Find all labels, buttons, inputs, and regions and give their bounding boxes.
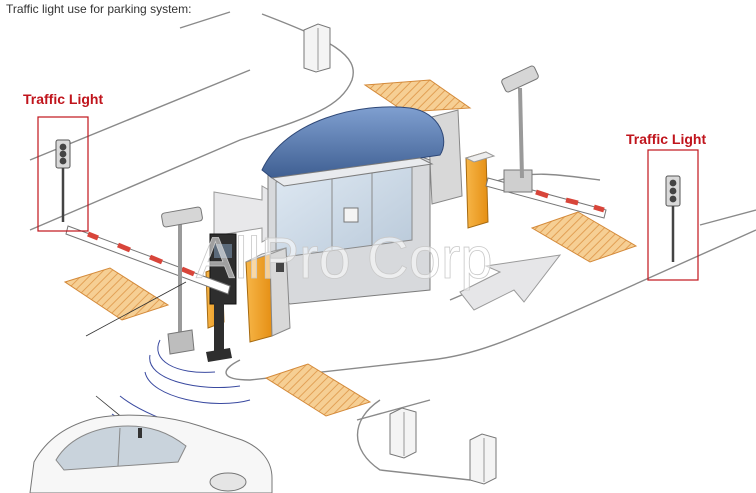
bollard-bottom-1 (389, 407, 417, 459)
bollard-bottom-2 (469, 433, 497, 485)
watermark: AllPro Corp (196, 226, 493, 291)
camera-right (501, 65, 539, 179)
camera-left (161, 206, 203, 355)
pointer-line-camera (85, 281, 187, 337)
traffic-light-label-right: Traffic Light (626, 131, 706, 147)
booth-roof (261, 106, 445, 179)
bollard-top (303, 23, 331, 73)
traffic-light-right (647, 149, 699, 281)
speed-bump-left (63, 267, 170, 321)
traffic-light-label-left: Traffic Light (23, 91, 103, 107)
car (29, 414, 273, 493)
traffic-light-left-box (37, 116, 89, 232)
direction-arrow-right (459, 254, 562, 311)
speed-bump-top (363, 79, 472, 113)
diagram-caption: Traffic light use for parking system: (6, 2, 192, 16)
road-lines (29, 11, 756, 481)
toll-booth (261, 106, 445, 305)
speed-bump-right (530, 211, 638, 263)
traffic-light-left (37, 116, 89, 232)
speed-bumps (63, 79, 638, 417)
barrier-gate-right (485, 169, 607, 219)
speed-bump-bottom (264, 363, 372, 417)
traffic-light-right-box (647, 149, 699, 281)
